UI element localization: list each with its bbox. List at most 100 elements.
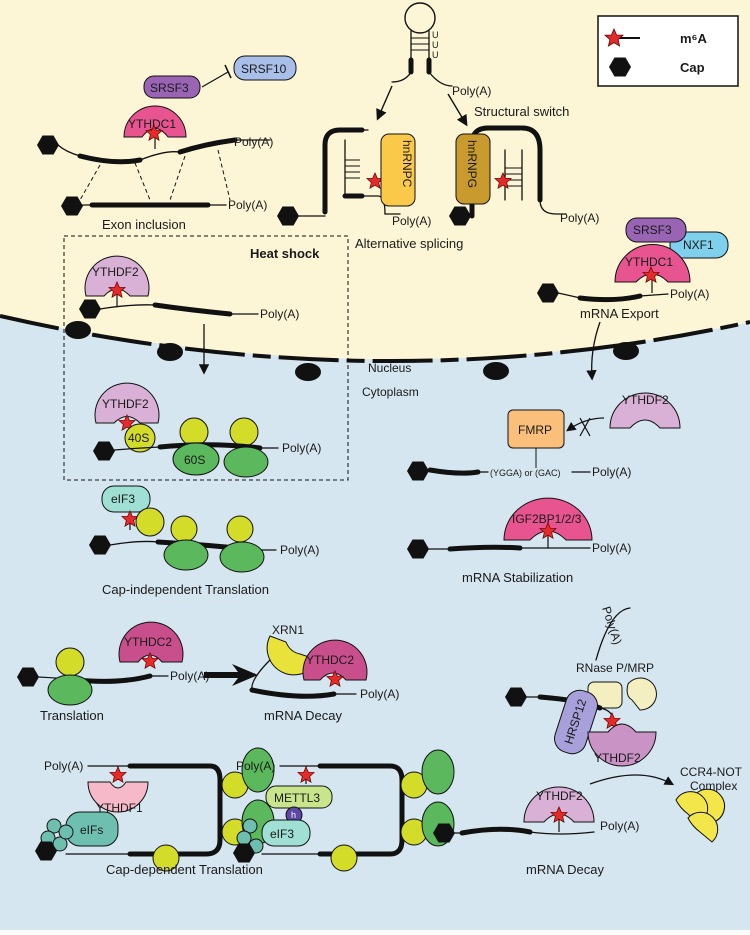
alternative-splicing-caption: Alternative splicing <box>355 236 463 251</box>
rnase-panel: Poly(A) RNase P/MRP HRSP12 YTHDF2 <box>505 605 657 767</box>
eifs-label: eIFs <box>80 823 103 837</box>
exon-inclusion-caption: Exon inclusion <box>102 217 186 232</box>
mettl3-label: METTL3 <box>274 791 320 805</box>
xrn1-label: XRN1 <box>272 623 304 637</box>
ribosome-large <box>421 749 455 795</box>
rnase-subunit <box>626 677 657 711</box>
structural-switch-label: Structural switch <box>474 104 569 119</box>
srsf3-protein <box>625 217 687 243</box>
fmrp-label: FMRP <box>518 423 552 437</box>
ccr4-complex-label: CCR4-NOT <box>680 765 743 779</box>
loop-bases-label: U <box>432 50 439 60</box>
heat-shock-title: Heat shock <box>250 246 320 261</box>
ythdc2-label: YTHDC2 <box>124 635 172 649</box>
ribosome-small <box>135 507 165 537</box>
poly-a-label: Poly(A) <box>280 543 319 557</box>
poly-a-label: Poly(A) <box>234 135 273 149</box>
hnrnpg-label: hnRNPG <box>465 140 479 188</box>
ythdf2-label: YTHDF2 <box>536 789 583 803</box>
poly-a-label: Poly(A) <box>360 687 399 701</box>
srsf3-label: SRSF3 <box>150 81 189 95</box>
legend-cap-label: Cap <box>680 60 705 75</box>
alternative-splicing-panel: U U U Poly(A) Structural switch hnRNPC P… <box>277 2 599 251</box>
stabilization-panel: IGF2BP1/2/3 Poly(A) mRNA Stabilization <box>407 497 631 585</box>
poly-a-label: Poly(A) <box>228 198 267 212</box>
poly-a-label: Poly(A) <box>236 759 275 773</box>
ribosome-large <box>219 541 265 573</box>
hnrnpc-label: hnRNPC <box>400 140 414 188</box>
ribosome-small <box>229 417 259 447</box>
poly-a-label: Poly(A) <box>170 669 209 683</box>
cap-independent-caption: Cap-independent Translation <box>102 582 269 597</box>
ribosome-small <box>330 844 358 872</box>
nucleus-label: Nucleus <box>368 361 411 375</box>
hrsp12-protein <box>554 689 598 755</box>
ythdf2-label: YTHDF2 <box>622 393 669 407</box>
srsf3-protein <box>143 75 201 99</box>
fmrp-panel: YTHDF2 FMRP (YGGA) or (GAC) Poly(A) <box>407 392 681 481</box>
hnrnpc-protein <box>380 133 416 207</box>
cytoplasm-label: Cytoplasm <box>362 385 419 399</box>
stabilization-caption: mRNA Stabilization <box>462 570 573 585</box>
poly-a-label: Poly(A) <box>592 465 631 479</box>
eif3-protein <box>101 485 151 513</box>
eif3-label: eIF3 <box>270 827 294 841</box>
exon-inclusion-panel: Poly(A) Poly(A) Exon inclusion YTHDC1 SR… <box>37 55 297 232</box>
mrna-decay-caption: mRNA Decay <box>264 708 343 723</box>
process-arrow <box>204 664 258 686</box>
ribosome-large <box>47 674 93 706</box>
ribosome-small <box>152 844 180 872</box>
srsf10-protein <box>233 55 297 81</box>
legend-m6a-label: m⁶A <box>680 31 708 46</box>
ribosome-small <box>55 647 85 677</box>
mrna-export-caption: mRNA Export <box>580 306 659 321</box>
poly-a-label: Poly(A) <box>260 307 299 321</box>
poly-a-label: Poly(A) <box>592 541 631 555</box>
ccr4-complex-label: Complex <box>690 779 737 793</box>
poly-a-label: Poly(A) <box>282 441 321 455</box>
ythdf2-protein <box>94 382 160 424</box>
ythdf2-protein <box>587 723 657 767</box>
legend: m⁶A Cap <box>597 15 739 87</box>
ythdf2-protein <box>609 392 681 429</box>
srsf10-label: SRSF10 <box>241 62 287 76</box>
loop-bases-label: U <box>432 40 439 50</box>
xrn1-decay-panel: XRN1 YTHDC2 Poly(A) mRNA Decay <box>249 623 399 723</box>
poly-a-label: Poly(A) <box>600 819 639 833</box>
poly-a-label: Poly(A) <box>670 287 709 301</box>
srsf3-label: SRSF3 <box>633 223 672 237</box>
hnrnpg-protein <box>455 133 491 205</box>
translation-caption: Translation <box>40 708 104 723</box>
ribosome-large <box>241 747 275 793</box>
ythdc1-label: YTHDC1 <box>625 255 673 269</box>
mrna-export-panel: NXF1 SRSF3 YTHDC1 Poly(A) mRNA Export <box>537 217 729 381</box>
ythdc2-label: YTHDC2 <box>306 653 354 667</box>
ythdf1-label: YTHDF1 <box>96 801 143 815</box>
mettl3-protein <box>265 785 333 809</box>
ythdf2-label: YTHDF2 <box>594 751 641 765</box>
motif-label: (YGGA) or (GAC) <box>490 468 561 478</box>
ribosome-large <box>223 446 269 478</box>
eif3-label: eIF3 <box>111 492 135 506</box>
ribosome-40s-label: 40S <box>128 431 149 445</box>
ribosome-60s-label: 60S <box>184 453 205 467</box>
cap-independent-translation-panel: eIF3 Poly(A) Cap-independent Translation <box>89 485 319 597</box>
cap-dependent-translation-panel: Poly(A) YTHDF1 eIFs Cap-dependent Transl… <box>35 747 455 877</box>
poly-a-label: Poly(A) <box>392 214 431 228</box>
nxf1-label: NXF1 <box>683 238 714 252</box>
ythdc2-translation-panel: YTHDC2 Poly(A) Translation <box>17 621 258 723</box>
nuclear-envelope <box>0 314 750 381</box>
ccr4-not-subunit <box>687 811 719 843</box>
nxf1-protein <box>669 231 729 259</box>
ythdf2-label: YTHDF2 <box>102 397 149 411</box>
ribosome-small <box>226 515 254 543</box>
ribosome-small <box>179 417 209 447</box>
loop-bases-label: U <box>432 30 439 40</box>
poly-a-label: Poly(A) <box>560 211 599 225</box>
ribosome-large <box>163 539 209 571</box>
ribosome-60s <box>172 442 220 476</box>
ribosome-small <box>170 515 198 543</box>
ythdc2-protein <box>118 621 184 663</box>
